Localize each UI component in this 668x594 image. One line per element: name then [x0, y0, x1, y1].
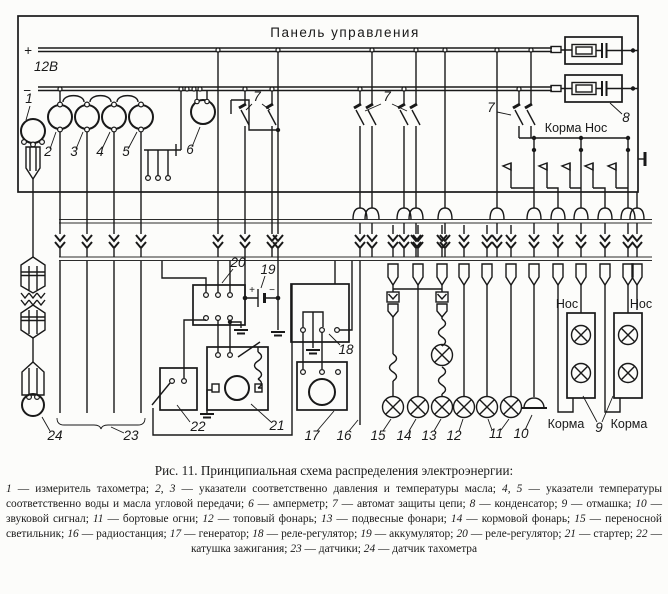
flag-switch — [502, 162, 512, 189]
label-24: 24 — [46, 428, 62, 443]
label-19: 19 — [260, 262, 276, 277]
flag-switch — [607, 162, 617, 189]
tach-sensor-connector — [20, 256, 46, 362]
cable-run-lower — [59, 256, 652, 262]
minus-bus: − — [23, 83, 562, 98]
nos-label-right: Нос — [630, 297, 652, 311]
label-5: 5 — [122, 144, 130, 159]
connector-chevrons — [54, 234, 643, 249]
label-23: 23 — [122, 428, 139, 443]
label-12: 12 — [446, 428, 462, 443]
label-6: 6 — [186, 142, 194, 157]
relay-regulator-18: 18 — [290, 261, 354, 357]
label-15: 15 — [370, 428, 386, 443]
label-16: 16 — [336, 428, 352, 443]
flag-switch — [584, 162, 594, 189]
control-panel: Панель управления + 12В − — [17, 15, 647, 193]
top-light: 12 — [446, 285, 476, 443]
tachometer-meter: 1 — [20, 91, 46, 181]
label-20: 20 — [229, 255, 246, 270]
label-8: 8 — [622, 110, 630, 125]
starter: 21 — [199, 341, 285, 433]
korma-label-left: Корма — [548, 417, 585, 431]
label-10: 10 — [513, 426, 529, 441]
portable-lamp: 15 — [370, 285, 442, 443]
signal-box-right: Нос Корма — [604, 285, 652, 431]
label-22: 22 — [189, 419, 206, 434]
panel-handle — [638, 152, 647, 166]
gauge-pressure-oil — [47, 101, 73, 133]
korma-nos-switches: Корма Нос — [502, 121, 628, 192]
feeder-wires — [32, 192, 645, 298]
korma-label-right: Корма — [611, 417, 648, 431]
signal-box-left: Нос Корма — [548, 285, 596, 431]
stern-light: 14 — [396, 285, 430, 443]
horn: 10 — [513, 285, 547, 441]
gauge-oil-temp — [74, 101, 100, 133]
plus-sign: + — [24, 43, 32, 58]
generator: 17 — [296, 332, 348, 443]
nos-label-left: Нос — [556, 297, 578, 311]
gauge-water-temp — [101, 101, 127, 133]
battery-plus: + — [249, 285, 255, 296]
capacitor-block-top — [561, 36, 638, 65]
panel-wiring — [32, 52, 631, 192]
korma-nos-label: Корма Нос — [545, 121, 607, 135]
label-1: 1 — [25, 91, 33, 106]
flag-switch — [538, 162, 548, 189]
battery-minus: − — [269, 285, 275, 296]
bus-taps — [57, 47, 534, 92]
voltage-label: 12В — [34, 59, 58, 74]
circuit-breakers: 7 7 7 — [237, 89, 537, 127]
relay-regulator-20: 20 — [161, 255, 249, 378]
label-11: 11 — [489, 426, 503, 441]
label-13: 13 — [421, 428, 437, 443]
plug-connectors — [387, 263, 643, 286]
side-lights: 11 — [475, 285, 523, 441]
ammeter: 6 — [186, 98, 216, 157]
battery: + − 19 — [242, 262, 286, 337]
gauge-bridges — [62, 94, 139, 103]
label-21: 21 — [268, 418, 284, 433]
gauge-gear-oil-temp — [128, 101, 154, 133]
capacitor-block-bottom — [561, 74, 638, 103]
jump-loops — [352, 192, 645, 257]
minus-sign: − — [23, 83, 31, 98]
label-7b: 7 — [383, 89, 391, 104]
flag-switch — [561, 162, 571, 189]
schematic-svg: Панель управления + 12В − — [17, 15, 652, 443]
figure-title: Рис. 11. Принципиальная схема распределе… — [154, 463, 514, 478]
label-7a: 7 — [253, 89, 261, 104]
figure-legend: 1 — измеритель тахометра; 2, 3 — указате… — [6, 483, 663, 555]
panel-outline — [17, 15, 639, 193]
spare-terminals — [145, 175, 172, 182]
label-9: 9 — [595, 420, 603, 435]
plus-bus: + 12В — [24, 43, 562, 74]
label-18: 18 — [338, 342, 354, 357]
label-17: 17 — [304, 428, 320, 443]
label-2: 2 — [43, 144, 52, 159]
figure-caption: Рис. 11. Принципиальная схема распределе… — [6, 463, 662, 557]
panel-title: Панель управления — [270, 25, 420, 40]
hanging-lamps: 13 — [421, 285, 454, 443]
cable-run-upper — [59, 218, 652, 224]
ignition-coil: 22 — [151, 284, 293, 436]
label-4: 4 — [96, 144, 104, 159]
label-3: 3 — [70, 144, 78, 159]
label-14: 14 — [396, 428, 411, 443]
label-7c: 7 — [487, 100, 495, 115]
sensor-wires: 23 — [56, 261, 146, 443]
radio-feed: 16 — [336, 261, 361, 443]
tach-sensor: 24 — [21, 361, 63, 443]
